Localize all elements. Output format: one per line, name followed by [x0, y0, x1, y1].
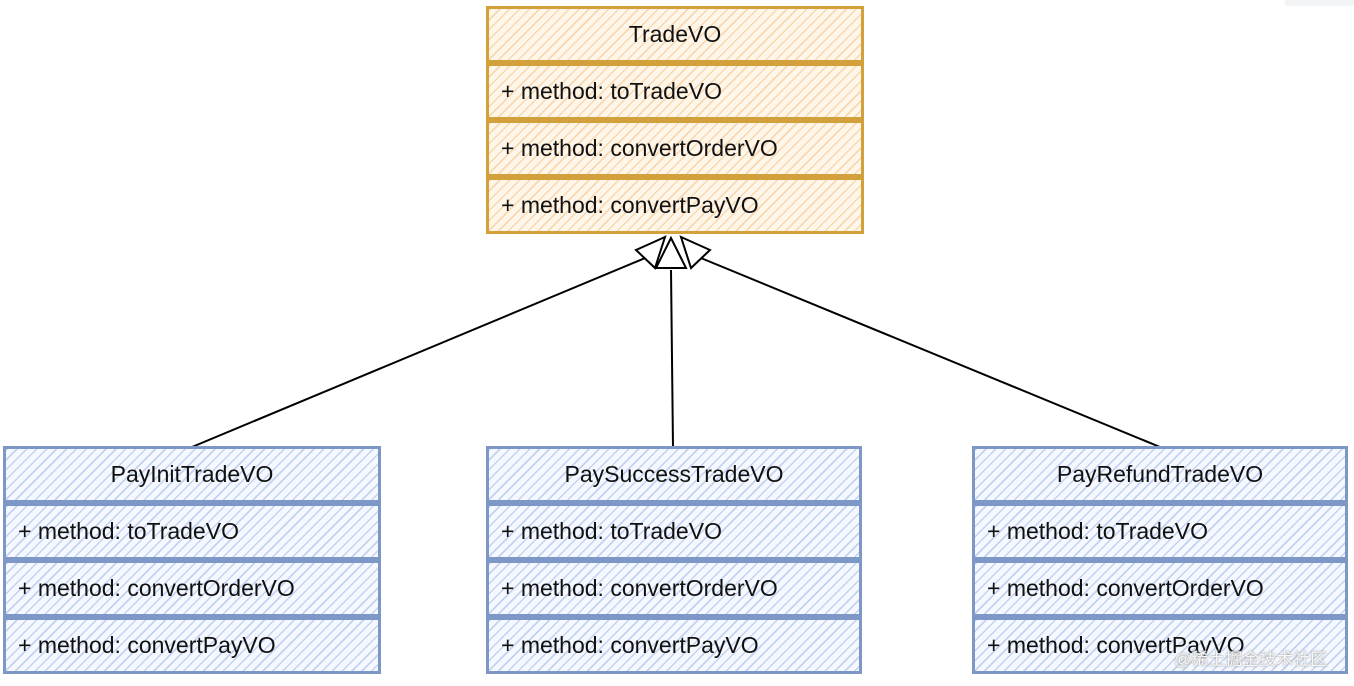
class-method: + method: convertOrderVO	[486, 560, 862, 617]
class-method: + method: convertOrderVO	[3, 560, 381, 617]
class-name: PayInitTradeVO	[3, 446, 381, 503]
arrow-line-payrefund	[695, 255, 1161, 448]
arrow-line-payinit	[191, 255, 651, 448]
class-method: + method: toTradeVO	[972, 503, 1348, 560]
class-method: + method: convertPayVO	[486, 617, 862, 674]
class-name: PayRefundTradeVO	[972, 446, 1348, 503]
class-tradevo[interactable]: TradeVO + method: toTradeVO + method: co…	[486, 6, 864, 234]
class-method: + method: toTradeVO	[486, 503, 862, 560]
class-method: + method: convertPayVO	[3, 617, 381, 674]
class-method: + method: toTradeVO	[486, 63, 864, 120]
arrow-line-paysuccess	[670, 269, 674, 448]
class-method: + method: toTradeVO	[3, 503, 381, 560]
class-method: + method: convertPayVO	[972, 617, 1348, 674]
arrowhead-paysuccess	[654, 235, 688, 269]
class-payinittradevo[interactable]: PayInitTradeVO + method: toTradeVO + met…	[3, 446, 381, 674]
watermark: @稀土掘金技术社区	[1174, 650, 1328, 669]
class-name: PaySuccessTradeVO	[486, 446, 862, 503]
class-name: TradeVO	[486, 6, 864, 63]
class-method: + method: convertPayVO	[486, 177, 864, 234]
class-method: + method: convertOrderVO	[972, 560, 1348, 617]
class-method: + method: convertOrderVO	[486, 120, 864, 177]
class-paysuccesstradevo[interactable]: PaySuccessTradeVO + method: toTradeVO + …	[486, 446, 862, 674]
corner-tab	[1285, 0, 1354, 6]
class-payrefundtradevo[interactable]: PayRefundTradeVO + method: toTradeVO + m…	[972, 446, 1348, 674]
arrowhead-payinit	[634, 235, 667, 270]
arrowhead-payrefund	[679, 235, 712, 270]
